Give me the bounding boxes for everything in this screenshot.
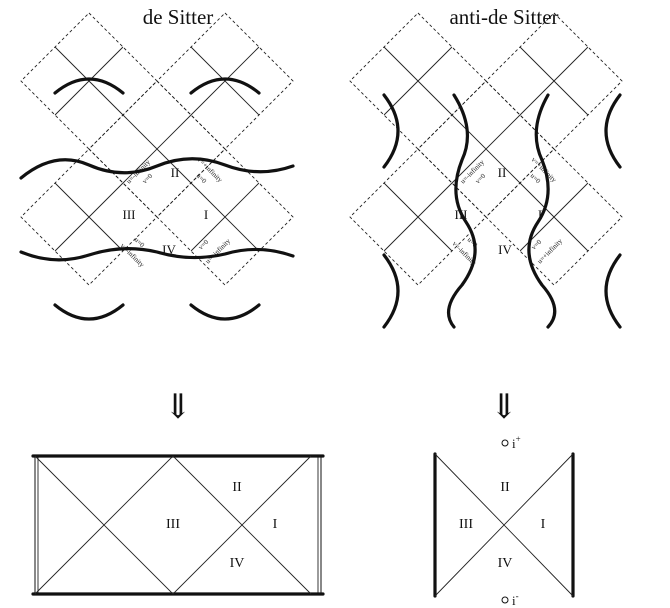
- ads-horizon-lines: [434, 453, 574, 597]
- ads-cross-bottom-left: [383, 182, 453, 252]
- ads-cross-top-left: [383, 46, 453, 116]
- bottom-region-ii-label: II: [232, 480, 242, 495]
- ads-curve-top-right-outer: [604, 93, 622, 169]
- down-arrow-icon: ⇓: [164, 389, 193, 426]
- bottom-region-iii-label: III: [166, 517, 180, 532]
- region-iv-label: IV: [162, 242, 176, 257]
- hyperbola-top-right: [189, 77, 261, 95]
- ads-down-arrow-icon: ⇓: [490, 389, 519, 426]
- future-timelike-infinity-icon: [501, 439, 509, 447]
- anti-de-sitter-penrose-diagram: i+ i- II III I IV: [433, 434, 575, 608]
- ads-bottom-region-ii-label: II: [500, 480, 510, 495]
- ads-diamond-top-left: [349, 12, 487, 150]
- bottom-region-i-label: I: [273, 517, 278, 532]
- ads-horizon-label-u-zero-lower: u=0: [466, 236, 480, 250]
- ads-cross-top-right: [519, 46, 589, 116]
- ads-bottom-region-iv-label: IV: [498, 556, 513, 571]
- ads-cross-center: [451, 114, 521, 184]
- hyperbola-middle-upper: [19, 157, 295, 180]
- horizon-label-v-zero: v=0: [141, 172, 155, 186]
- bottom-region-iv-label: IV: [230, 556, 245, 571]
- de-sitter-extended-diagram: II III I IV u=-infinity v=0 v=+infinity …: [19, 12, 295, 321]
- ads-diamond-center: [417, 80, 555, 218]
- horizon-label-v-zero-lower: v=0: [197, 238, 211, 252]
- diamond-center: [88, 80, 226, 218]
- future-infinity-label: i+: [512, 434, 521, 451]
- ads-diamond-bottom-left: [349, 148, 487, 286]
- anti-de-sitter-extended-diagram: II III I IV u=-infinity v=0 v=+infinity …: [349, 12, 623, 329]
- region-i-label: I: [204, 207, 208, 222]
- ads-curve-center-right: [527, 93, 557, 329]
- past-timelike-infinity-icon: [501, 596, 509, 604]
- diamond-top-left: [20, 12, 158, 150]
- past-infinity-label: i-: [512, 591, 519, 608]
- cross-top-left: [54, 46, 124, 116]
- de-sitter-title: de Sitter: [143, 5, 214, 29]
- ads-curve-top-left-outer: [382, 93, 400, 169]
- ads-curve-bottom-left-outer: [382, 253, 400, 329]
- ads-region-iv-label: IV: [498, 242, 512, 257]
- de-sitter-penrose-diagram: II III I IV: [31, 454, 325, 596]
- hyperbola-bottom-right: [189, 303, 261, 321]
- diamond-bottom-left: [20, 148, 158, 286]
- cross-bottom-right: [190, 182, 260, 252]
- region-iii-label: III: [123, 207, 136, 222]
- ads-region-ii-label: II: [498, 165, 507, 180]
- ads-curve-bottom-right-outer: [604, 253, 622, 329]
- ads-bottom-region-iii-label: III: [459, 517, 473, 532]
- hyperbola-top-left: [53, 77, 125, 95]
- ads-curve-center-left: [446, 93, 477, 329]
- horizon-lines: [34, 455, 312, 595]
- ads-horizon-label-u-zero: u=0: [529, 172, 543, 186]
- region-ii-label: II: [171, 165, 180, 180]
- horizon-label-u-plus-infinity: u=+infinity: [204, 237, 233, 266]
- hyperbola-bottom-left: [53, 303, 125, 321]
- horizon-label-u-zero: u=0: [195, 172, 209, 186]
- ads-region-i-label: I: [538, 207, 542, 222]
- ads-bottom-region-i-label: I: [541, 517, 546, 532]
- hyperbola-middle-lower: [19, 247, 295, 262]
- anti-de-sitter-title: anti-de Sitter: [449, 5, 558, 29]
- cross-bottom-left: [54, 182, 124, 252]
- ads-region-iii-label: III: [455, 207, 468, 222]
- cross-top-right: [190, 46, 260, 116]
- diamond-top-right: [156, 12, 294, 150]
- ads-diamond-top-right: [485, 12, 623, 150]
